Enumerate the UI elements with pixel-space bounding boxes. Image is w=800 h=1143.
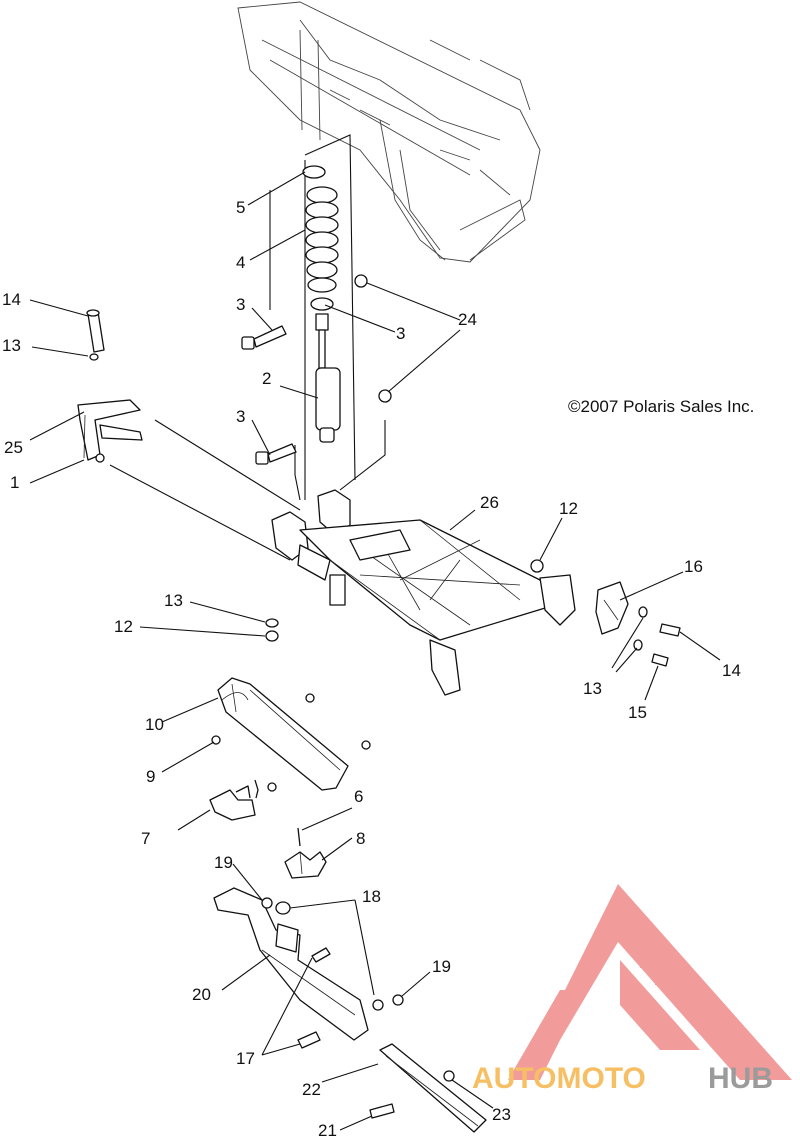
callout-15: 15 — [628, 703, 647, 722]
callout-9: 6 — [354, 787, 363, 806]
callout-19-left: 19 — [214, 853, 233, 872]
mount-reference-lines — [269, 134, 386, 501]
washer-13-right — [638, 606, 648, 618]
part-5-spring — [305, 186, 339, 293]
washer-13-right-2 — [633, 639, 643, 651]
callout-3-lower: 3 — [236, 407, 245, 426]
part-26-swingarm — [271, 489, 576, 696]
nut-23 — [443, 1070, 455, 1082]
callout-16: 16 — [684, 557, 703, 576]
washer-13-mid — [265, 618, 279, 628]
bolt-3-upper — [241, 325, 287, 350]
bracket-1 — [77, 399, 143, 463]
callout-12-right: 12 — [559, 499, 578, 518]
nut-24-upper — [354, 274, 368, 288]
callout-13-mid: 13 — [164, 591, 183, 610]
callout-1: 1 — [10, 473, 19, 492]
callout-6: 5 — [236, 198, 245, 217]
nut-18-b — [372, 999, 384, 1011]
watermark-text-1: AUTOMOTO — [472, 1062, 646, 1095]
bracket-11 — [209, 785, 256, 821]
pin-small — [254, 779, 259, 799]
guide-line — [109, 464, 291, 561]
cover-8 — [217, 677, 349, 791]
nut-12-mid — [265, 630, 279, 642]
bolt-15 — [651, 653, 669, 667]
leader-lines — [29, 171, 721, 1131]
part-6-clip — [302, 165, 326, 179]
callout-4: 3 — [396, 324, 405, 343]
callout-19-right: 19 — [432, 957, 451, 976]
pin-14-left — [86, 309, 105, 353]
screw-a — [305, 693, 315, 703]
rail-22 — [379, 1043, 487, 1133]
screw-c — [267, 782, 277, 792]
callout-11: 7 — [141, 829, 150, 848]
screw-b — [361, 740, 371, 750]
callout-21: 21 — [318, 1121, 337, 1138]
nut-24-lower — [378, 389, 392, 403]
nut-19-right — [392, 994, 404, 1006]
callout-12-mid: 12 — [114, 617, 133, 636]
callout-7: 9 — [146, 767, 155, 786]
vehicle-frame-illustration — [237, 1, 541, 263]
pin-9 — [297, 827, 301, 847]
guide-line — [154, 419, 301, 511]
callout-14-right: 14 — [722, 661, 741, 680]
callout-2: 2 — [262, 369, 271, 388]
callout-14-left: 14 — [2, 290, 21, 309]
rail-20 — [213, 887, 369, 1041]
callout-18: 18 — [362, 887, 381, 906]
callout-25: 25 — [4, 438, 23, 457]
shock-absorber — [302, 165, 341, 443]
callout-17: 17 — [236, 1049, 255, 1068]
callout-23: 23 — [492, 1105, 511, 1124]
part-2-body — [315, 367, 341, 431]
part-4-retainer — [310, 297, 334, 311]
callout-26: 26 — [480, 493, 499, 512]
watermark-logo-mark — [508, 884, 792, 1080]
callout-13-right: 13 — [583, 679, 602, 698]
part-2-top-eye — [315, 313, 329, 331]
bolt-14-right — [659, 623, 681, 637]
callout-3-upper: 3 — [236, 295, 245, 314]
callout-8: 10 — [145, 715, 164, 734]
bolt-17-a — [311, 947, 331, 963]
callout-22: 22 — [302, 1080, 321, 1099]
automotohub-watermark: AUTOMOTO HUB — [472, 884, 792, 1095]
bolt-3-lower — [255, 443, 297, 465]
callout-labels: 5 4 3 3 2 3 14 13 25 1 24 26 12 16 14 13… — [2, 198, 741, 1140]
copyright-text: ©2007 Polaris Sales Inc. — [568, 397, 754, 416]
callout-5: 4 — [236, 253, 245, 272]
nut-12-right — [530, 559, 544, 573]
callout-10: 8 — [356, 829, 365, 848]
bracket-10 — [284, 851, 327, 879]
watermark-text-2: HUB — [708, 1062, 773, 1095]
callout-24: 24 — [458, 310, 477, 329]
callout-20: 20 — [192, 985, 211, 1004]
bracket-16 — [595, 581, 629, 635]
callout-13-left: 13 — [2, 336, 21, 355]
washer-18 — [275, 901, 291, 915]
washer-13-left — [89, 353, 99, 361]
bolt-21 — [369, 1103, 395, 1119]
nut-19-left — [261, 897, 273, 909]
bolt-17-b — [297, 1031, 321, 1049]
